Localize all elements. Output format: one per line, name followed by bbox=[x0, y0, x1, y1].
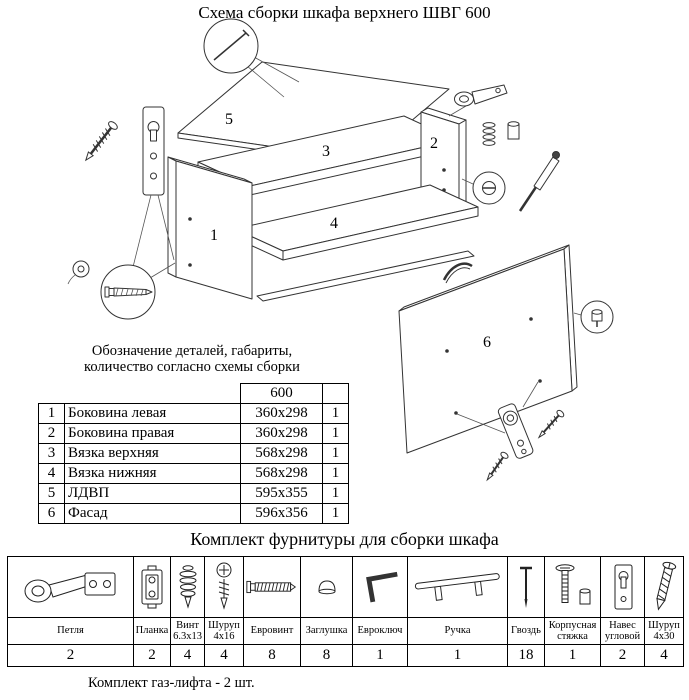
nail-icon bbox=[520, 566, 532, 608]
parts-note-line1: Обозначение деталей, габариты, bbox=[91, 343, 293, 359]
table-row: 6 Фасад 596x356 1 bbox=[38, 503, 349, 524]
hardware-label: Шуруп 4x16 bbox=[204, 617, 244, 645]
hardware-label: Гвоздь bbox=[507, 617, 545, 645]
hardware-label: Навес угловой bbox=[600, 617, 645, 645]
magnifier-callout-top bbox=[203, 18, 300, 98]
bolt-icon bbox=[179, 565, 196, 609]
hardware-qty: 4 bbox=[170, 644, 205, 667]
gas-lift-icon bbox=[518, 151, 560, 212]
hardware-label: Винт 6.3x13 bbox=[170, 617, 205, 645]
hardware-qty: 2 bbox=[7, 644, 134, 667]
part-label-5: 5 bbox=[225, 111, 233, 128]
hardware-qty: 18 bbox=[507, 644, 545, 667]
hardware-label: Евровинт bbox=[243, 617, 301, 645]
table-row: 2 Боковина правая 360x298 1 bbox=[38, 423, 349, 444]
part-label-6: 6 bbox=[483, 334, 491, 351]
hardware-label: Петля bbox=[7, 617, 134, 645]
hardware-qty: 4 bbox=[644, 644, 684, 667]
hardware-label: Корпусная стяжка bbox=[544, 617, 601, 645]
hardware-qty: 2 bbox=[133, 644, 171, 667]
table-row: 1 Боковина левая 360x298 1 bbox=[38, 403, 349, 424]
euro-screw-icon bbox=[246, 580, 297, 594]
hardware-qty: 8 bbox=[300, 644, 353, 667]
screw-icon bbox=[84, 121, 118, 162]
table-row: 4 Вязка нижняя 568x298 1 bbox=[38, 463, 349, 484]
hardware-label: Шуруп 4x30 bbox=[644, 617, 684, 645]
panel-bottom-edge bbox=[256, 250, 475, 302]
handle-icon bbox=[414, 573, 500, 601]
spring-and-cap-icon bbox=[482, 121, 520, 146]
panel-bottom bbox=[234, 184, 479, 261]
hardware-label: Планка bbox=[133, 617, 171, 645]
panel-facade bbox=[398, 244, 578, 454]
cap-icon bbox=[317, 580, 336, 595]
hardware-qty: 4 bbox=[204, 644, 244, 667]
magnifier-callout-facade bbox=[573, 300, 614, 334]
cam-bolt-icon bbox=[555, 564, 590, 605]
table-row: 5 ЛДВП 595x355 1 bbox=[38, 483, 349, 504]
hinge-icon bbox=[24, 572, 115, 603]
hardware-qty: 1 bbox=[407, 644, 508, 667]
handle-icon bbox=[442, 262, 473, 284]
hardware-qty: 1 bbox=[544, 644, 601, 667]
parts-note: Обозначение деталей, габариты, количеств… bbox=[56, 343, 328, 375]
facade-hinge-icon bbox=[456, 381, 539, 459]
hardware-qty: 2 bbox=[600, 644, 645, 667]
gas-lift-note: Комплект газ-лифта - 2 шт. bbox=[88, 675, 255, 691]
magnifier-callout-left bbox=[67, 260, 176, 320]
hardware-label: Евроключ bbox=[352, 617, 408, 645]
parts-note-line2: количество согласно схемы сборки bbox=[84, 359, 300, 376]
hanger-plate-icon bbox=[614, 564, 632, 610]
hardware-table: Петля Планка Винт 6.3x13 Шуруп 4x16 Евро… bbox=[7, 556, 684, 667]
screw-icon bbox=[537, 409, 565, 439]
hardware-qty: 1 bbox=[352, 644, 408, 667]
hardware-qty-row: 2 2 4 4 8 8 1 1 18 1 2 4 bbox=[7, 644, 684, 667]
hinge-icon bbox=[448, 84, 508, 117]
hardware-label-row: Петля Планка Винт 6.3x13 Шуруп 4x16 Евро… bbox=[7, 617, 684, 645]
hardware-title: Комплект фурнитуры для сборки шкафа bbox=[190, 529, 499, 549]
screw-icon bbox=[216, 562, 232, 610]
screw-30-icon bbox=[656, 561, 677, 611]
mounting-plate-icon bbox=[141, 565, 163, 609]
part-label-1: 1 bbox=[210, 227, 218, 244]
hardware-qty: 8 bbox=[243, 644, 301, 667]
hardware-icon-row bbox=[7, 556, 684, 618]
part-label-4: 4 bbox=[330, 215, 338, 232]
hardware-label: Ручка bbox=[407, 617, 508, 645]
page-title: Схема сборки шкафа верхнего ШВГ 600 bbox=[198, 3, 491, 22]
part-label-3: 3 bbox=[322, 143, 330, 160]
table-row: 3 Вязка верхняя 568x298 1 bbox=[38, 443, 349, 464]
screw-icon bbox=[486, 451, 509, 482]
parts-table-header-row: 600 bbox=[39, 383, 349, 404]
parts-table: 600 1 Боковина левая 360x298 1 2 Боковин… bbox=[38, 383, 349, 524]
panel-left-side bbox=[167, 156, 253, 300]
hex-key-icon bbox=[366, 571, 398, 603]
size-header-cell: 600 bbox=[240, 383, 323, 404]
hardware-label: Заглушка bbox=[300, 617, 353, 645]
part-label-2: 2 bbox=[430, 135, 438, 152]
magnifier-callout-right bbox=[461, 171, 506, 205]
mounting-plate-icon bbox=[132, 106, 175, 268]
